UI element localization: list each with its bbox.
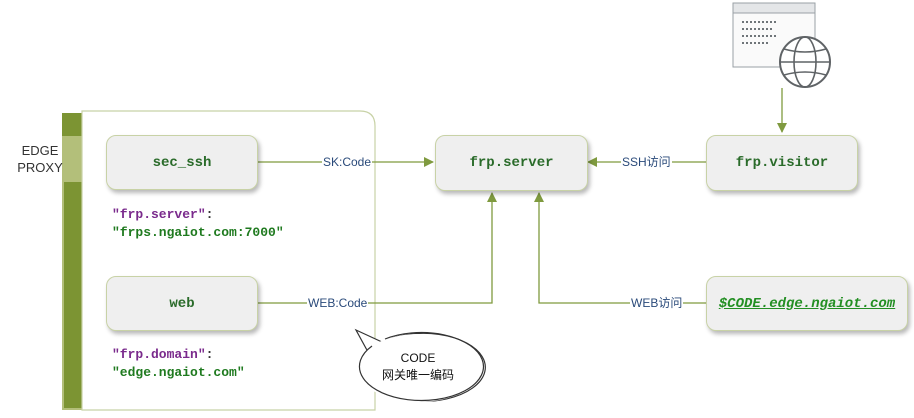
frp-visitor-node[interactable]: frp.visitor [706,135,858,191]
sec-ssh-node[interactable]: sec_ssh [106,135,258,190]
frp-server-node[interactable]: frp.server [435,135,588,191]
callout-line2: 网关唯一编码 [381,368,454,382]
code-callout-bubble [354,328,486,402]
browser-globe-icon [732,2,831,88]
web-access-label: WEB访问 [630,296,684,310]
callout-text: CODE 网关唯一编码 [360,350,476,384]
edge-proxy-label-line1: EDGE [21,143,59,158]
web-link-label: WEB:Code [307,296,369,310]
code-domain-node[interactable]: $CODE.edge.ngaiot.com [706,276,908,331]
ssh-config-value: "frps.ngaiot.com:7000" [112,225,284,240]
ssh-config-sep: : [205,207,214,222]
edge-proxy-label: EDGE PROXY [10,142,70,176]
domain-arrow [534,192,706,304]
web-node[interactable]: web [106,276,258,331]
ssh-link-label: SK:Code [322,155,373,169]
ssh-config-block: "frp.server": "frps.ngaiot.com:7000" [112,206,284,242]
ssh-config-key: "frp.server" [112,207,206,222]
edge-proxy-label-line2: PROXY [17,160,63,175]
ssh-access-label: SSH访问 [621,155,672,169]
web-config-sep: : [205,347,214,362]
callout-line1: CODE [400,351,436,365]
web-config-value: "edge.ngaiot.com" [112,365,245,380]
web-config-block: "frp.domain": "edge.ngaiot.com" [112,346,245,382]
web-config-key: "frp.domain" [112,347,206,362]
